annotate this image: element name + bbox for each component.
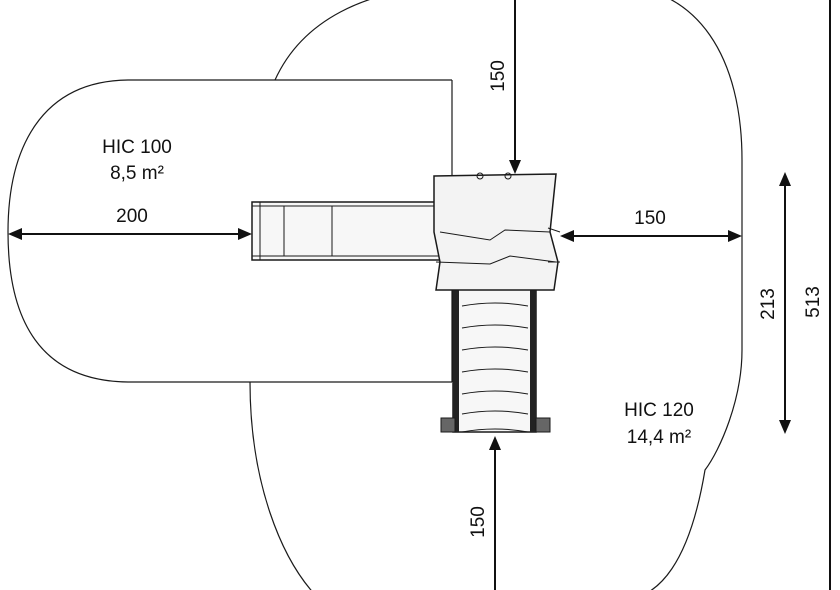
dimension-right-width-label: 150 bbox=[634, 208, 666, 229]
dimension-right-width bbox=[560, 230, 742, 242]
safety-zone-outline-left bbox=[7, 79, 452, 383]
dimension-inner-height-label: 213 bbox=[758, 288, 779, 320]
tower-platform-icon bbox=[433, 172, 561, 291]
dimension-bottom-height bbox=[489, 436, 501, 590]
dimension-bottom-height-label: 150 bbox=[468, 506, 489, 538]
dimension-top-height bbox=[509, 0, 521, 174]
zone-right-area: 14,4 m² bbox=[627, 427, 691, 448]
zone-right-name: HIC 120 bbox=[624, 400, 694, 421]
zone-left-area: 8,5 m² bbox=[110, 163, 164, 184]
dimension-total-height-label: 513 bbox=[803, 286, 824, 318]
dimension-left-width bbox=[8, 228, 252, 240]
dimension-left-width-label: 200 bbox=[116, 206, 148, 227]
dimension-top-height-label: 150 bbox=[488, 60, 509, 92]
ladder-icon bbox=[440, 285, 551, 433]
dimension-inner-height bbox=[779, 172, 791, 434]
zone-left-name: HIC 100 bbox=[102, 137, 172, 158]
slide-icon bbox=[251, 201, 441, 261]
safety-zone-outline-right bbox=[249, 0, 743, 590]
